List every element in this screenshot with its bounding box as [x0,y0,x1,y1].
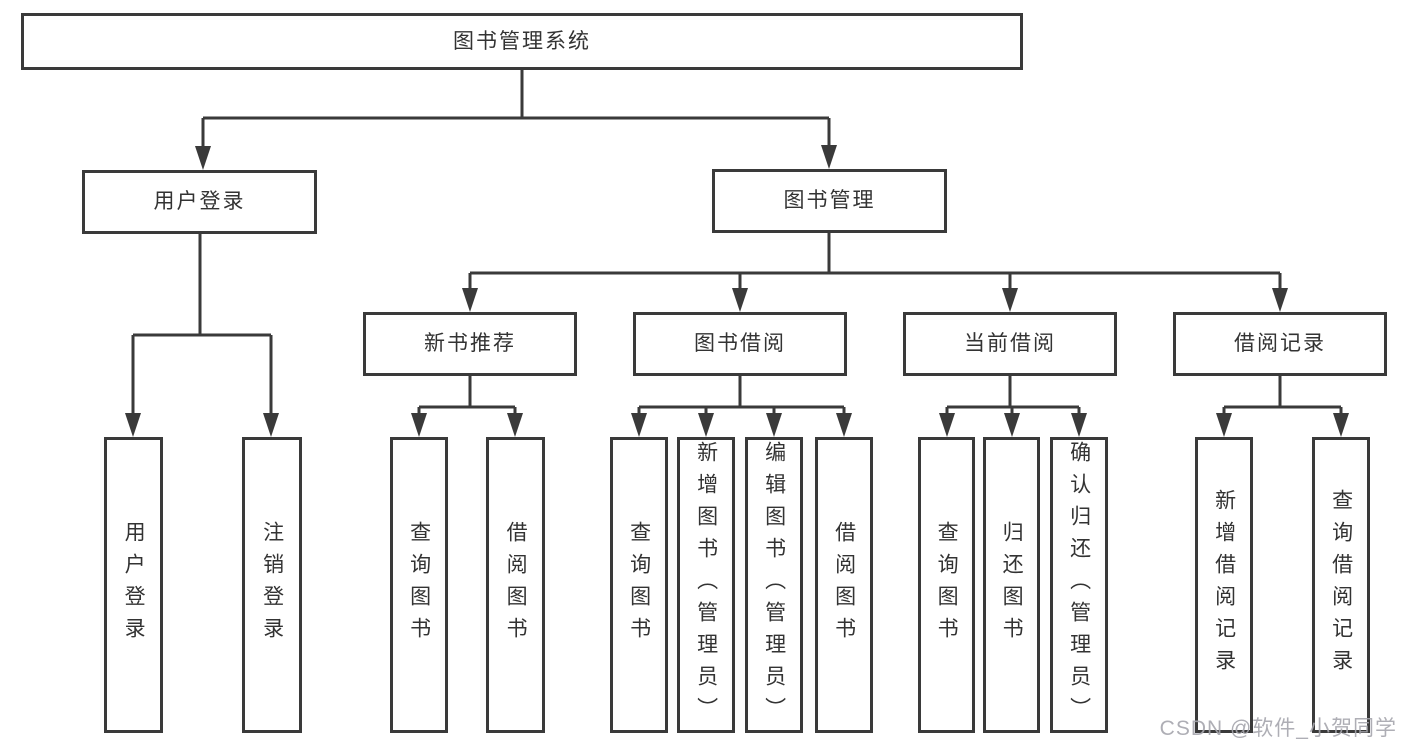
node-return-books: 归还图书 [983,437,1040,733]
node-confirm-return-admin: 确认归还（管理员） [1050,437,1108,733]
node-query-books-recommend: 查询图书 [390,437,448,733]
node-query-books-borrow: 查询图书 [610,437,668,733]
node-borrow-books-action: 借阅图书 [815,437,873,733]
node-library-management-system: 图书管理系统 [21,13,1023,70]
node-book-borrowing: 图书借阅 [633,312,847,376]
node-borrowing-records: 借阅记录 [1173,312,1387,376]
node-user-login-action: 用户登录 [104,437,163,733]
node-add-borrow-record: 新增借阅记录 [1195,437,1253,733]
node-current-borrowing: 当前借阅 [903,312,1117,376]
node-new-book-recommendation: 新书推荐 [363,312,577,376]
node-user-login: 用户登录 [82,170,317,234]
node-logout-action: 注销登录 [242,437,302,733]
node-borrow-books-recommend: 借阅图书 [486,437,545,733]
csdn-watermark: CSDN @软件_小贺同学 [1159,717,1397,740]
node-book-management: 图书管理 [712,169,947,233]
node-query-borrow-record: 查询借阅记录 [1312,437,1370,733]
node-edit-books-admin: 编辑图书（管理员） [745,437,803,733]
node-add-books-admin: 新增图书（管理员） [677,437,735,733]
node-query-books-current: 查询图书 [918,437,975,733]
